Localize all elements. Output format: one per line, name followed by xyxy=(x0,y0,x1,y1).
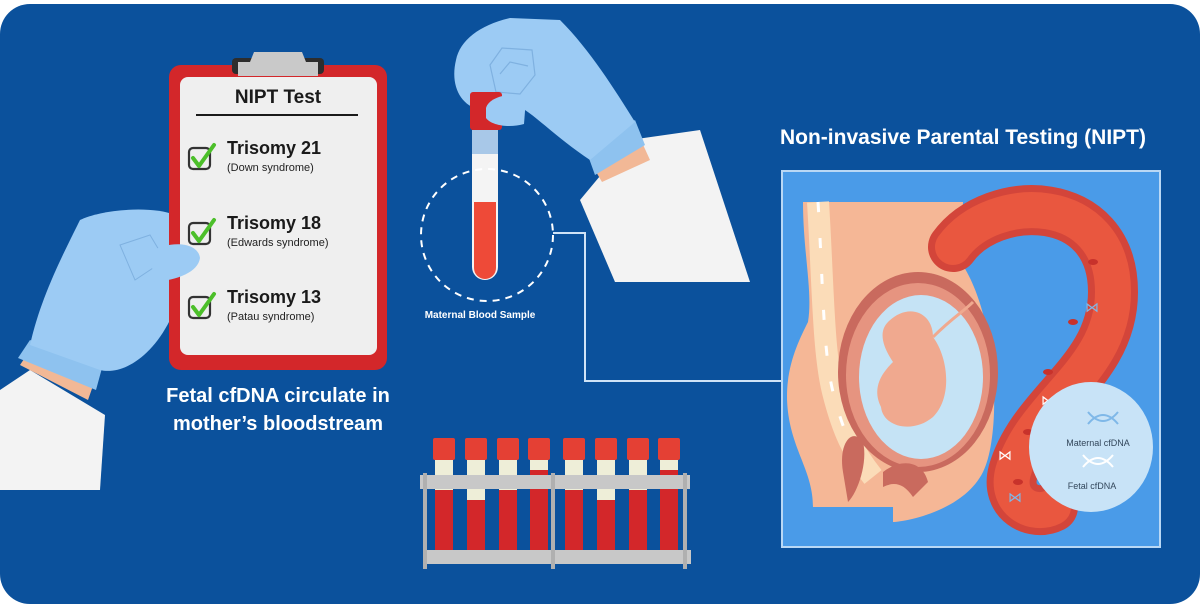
checklist-item-trisomy-18: Trisomy 18 (Edwards syndrome) xyxy=(187,211,382,261)
caption-line-1: Fetal cfDNA circulate in xyxy=(166,385,390,407)
gloved-hand-left-illustration xyxy=(0,209,202,490)
pregnancy-bloodstream-illustration: ⋈ ⋈ ⋈ ⋈ xyxy=(787,185,1153,535)
test-tube-rack-illustration xyxy=(420,438,691,569)
checklist-item-trisomy-13: Trisomy 13 (Patau syndrome) xyxy=(187,285,382,335)
caption-fetal-cfdna: Fetal cfDNA circulate in mother’s bloods… xyxy=(118,382,438,438)
checkbox-checked-icon xyxy=(187,143,216,171)
gloved-hand-holding-tube-illustration xyxy=(454,18,750,282)
checklist-item-trisomy-21: Trisomy 21 (Down syndrome) xyxy=(187,136,382,186)
checkbox-checked-icon xyxy=(187,218,216,246)
checklist-item-subtitle: (Down syndrome) xyxy=(227,162,314,174)
clipboard-title: NIPT Test xyxy=(234,87,322,108)
caption-line-2: mother’s bloodstream xyxy=(172,413,384,435)
legend-fetal-cfdna: Fetal cfDNA xyxy=(1067,481,1117,491)
svg-text:⋈: ⋈ xyxy=(1008,490,1022,506)
checkbox-checked-icon xyxy=(187,292,216,320)
svg-text:⋈: ⋈ xyxy=(1085,300,1099,316)
clipboard-paper xyxy=(180,77,377,355)
maternal-blood-sample-label: Maternal Blood Sample xyxy=(424,310,536,321)
checklist-item-title: Trisomy 13 xyxy=(227,287,322,307)
checklist-item-title: Trisomy 21 xyxy=(227,138,322,158)
nipt-title: Non-invasive Parental Testing (NIPT) xyxy=(779,126,1146,149)
svg-text:⋈: ⋈ xyxy=(998,448,1012,464)
clipboard-title-underline xyxy=(196,114,358,116)
checklist-item-title: Trisomy 18 xyxy=(227,213,322,233)
clipboard-clip-icon xyxy=(232,52,324,76)
glove-finger-illustration xyxy=(486,94,526,126)
glove-thumb-illustration xyxy=(150,244,200,282)
checklist-item-subtitle: (Edwards syndrome) xyxy=(227,237,329,249)
legend-maternal-cfdna: Maternal cfDNA xyxy=(1066,438,1130,448)
checklist-item-subtitle: (Patau syndrome) xyxy=(227,311,315,323)
